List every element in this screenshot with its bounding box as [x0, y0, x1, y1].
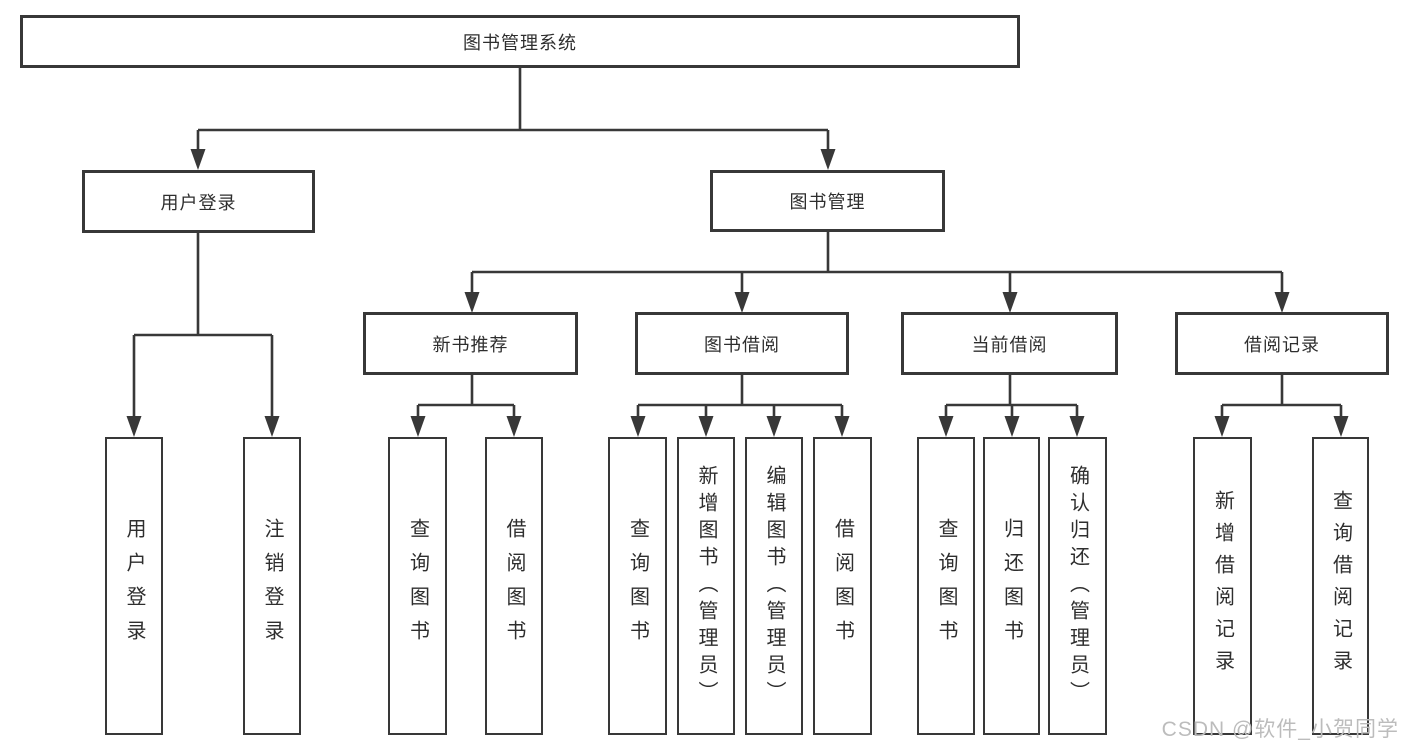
node-library-system: 图书管理系统 — [20, 15, 1020, 68]
node-current-borrow: 当前借阅 — [901, 312, 1118, 375]
leaf-br-add-record: 新增借阅记录 — [1193, 437, 1252, 735]
leaf-nbr-query-books: 查询图书 — [388, 437, 447, 735]
leaf-cb-return-books: 归还图书 — [983, 437, 1040, 735]
node-borrow-records: 借阅记录 — [1175, 312, 1389, 375]
leaf-user-login: 用户登录 — [105, 437, 163, 735]
leaf-bb-borrow-books: 借阅图书 — [813, 437, 872, 735]
node-user-login: 用户登录 — [82, 170, 315, 233]
leaf-nbr-borrow-books: 借阅图书 — [485, 437, 543, 735]
node-new-book-recommend: 新书推荐 — [363, 312, 578, 375]
leaf-cb-confirm-return-admin: 确认归还（管理员） — [1048, 437, 1107, 735]
arrowheads — [126, 149, 1349, 437]
leaf-cb-query-books: 查询图书 — [917, 437, 975, 735]
leaf-logout-login: 注销登录 — [243, 437, 301, 735]
csdn-watermark: CSDN @软件_小贺同学 — [1161, 718, 1399, 741]
leaf-br-query-record: 查询借阅记录 — [1312, 437, 1369, 735]
leaf-bb-edit-books-admin: 编辑图书（管理员） — [745, 437, 803, 735]
node-book-borrow: 图书借阅 — [635, 312, 849, 375]
leaf-bb-add-books-admin: 新增图书（管理员） — [677, 437, 735, 735]
node-book-management: 图书管理 — [710, 170, 945, 232]
leaf-bb-query-books: 查询图书 — [608, 437, 667, 735]
